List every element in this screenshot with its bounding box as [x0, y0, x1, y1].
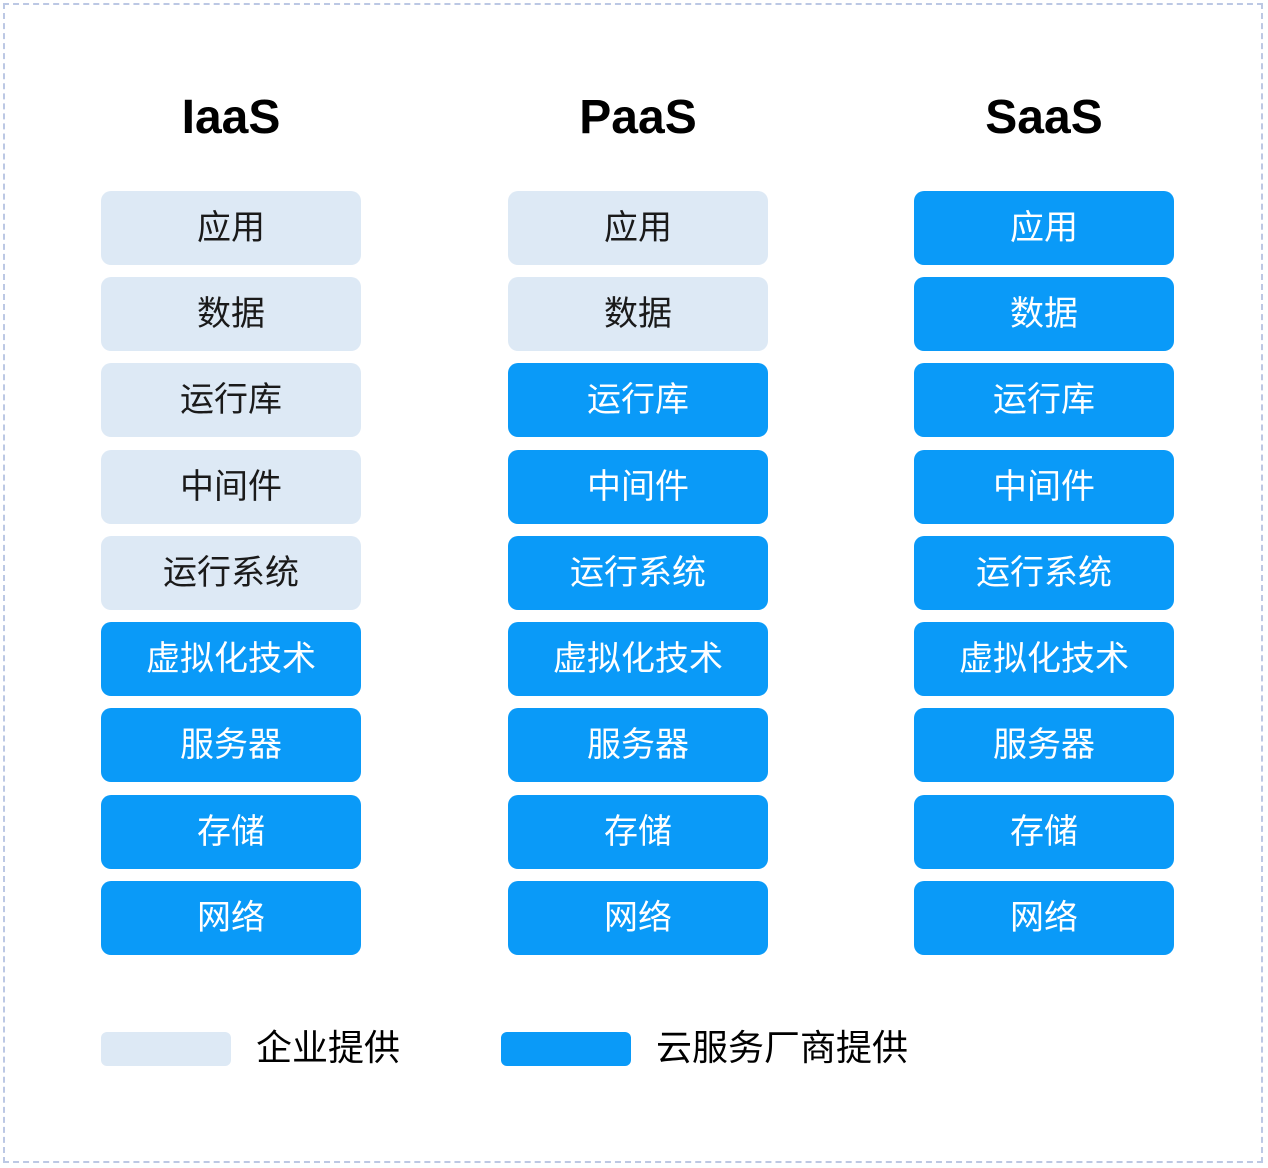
paas-cell-network: 网络 — [508, 881, 768, 955]
paas-cell-os: 运行系统 — [508, 536, 768, 610]
legend-swatch-cloud — [501, 1032, 631, 1066]
diagram-frame — [3, 3, 1263, 1163]
legend-label-enterprise: 企业提供 — [256, 1028, 401, 1069]
column-title-saas: SaaS — [985, 91, 1103, 144]
paas-cell-runtime: 运行库 — [508, 363, 768, 437]
iaas-cell-middleware: 中间件 — [101, 450, 361, 524]
iaas-cell-storage: 存储 — [101, 795, 361, 869]
saas-cell-storage: 存储 — [914, 795, 1174, 869]
iaas-cell-os: 运行系统 — [101, 536, 361, 610]
paas-cell-data: 数据 — [508, 277, 768, 351]
iaas-cell-virtualization: 虚拟化技术 — [101, 622, 361, 696]
paas-cell-virtualization: 虚拟化技术 — [508, 622, 768, 696]
legend-swatch-enterprise — [101, 1032, 231, 1066]
iaas-cell-network: 网络 — [101, 881, 361, 955]
saas-cell-middleware: 中间件 — [914, 450, 1174, 524]
iaas-cell-runtime: 运行库 — [101, 363, 361, 437]
paas-cell-middleware: 中间件 — [508, 450, 768, 524]
paas-cell-storage: 存储 — [508, 795, 768, 869]
saas-cell-network: 网络 — [914, 881, 1174, 955]
iaas-cell-data: 数据 — [101, 277, 361, 351]
saas-cell-servers: 服务器 — [914, 708, 1174, 782]
saas-cell-os: 运行系统 — [914, 536, 1174, 610]
saas-cell-runtime: 运行库 — [914, 363, 1174, 437]
column-title-paas: PaaS — [579, 91, 697, 144]
saas-cell-data: 数据 — [914, 277, 1174, 351]
column-title-iaas: IaaS — [181, 91, 281, 144]
legend-label-cloud: 云服务厂商提供 — [656, 1028, 909, 1069]
iaas-cell-servers: 服务器 — [101, 708, 361, 782]
paas-cell-application: 应用 — [508, 191, 768, 265]
paas-cell-servers: 服务器 — [508, 708, 768, 782]
saas-cell-application: 应用 — [914, 191, 1174, 265]
iaas-cell-application: 应用 — [101, 191, 361, 265]
saas-cell-virtualization: 虚拟化技术 — [914, 622, 1174, 696]
